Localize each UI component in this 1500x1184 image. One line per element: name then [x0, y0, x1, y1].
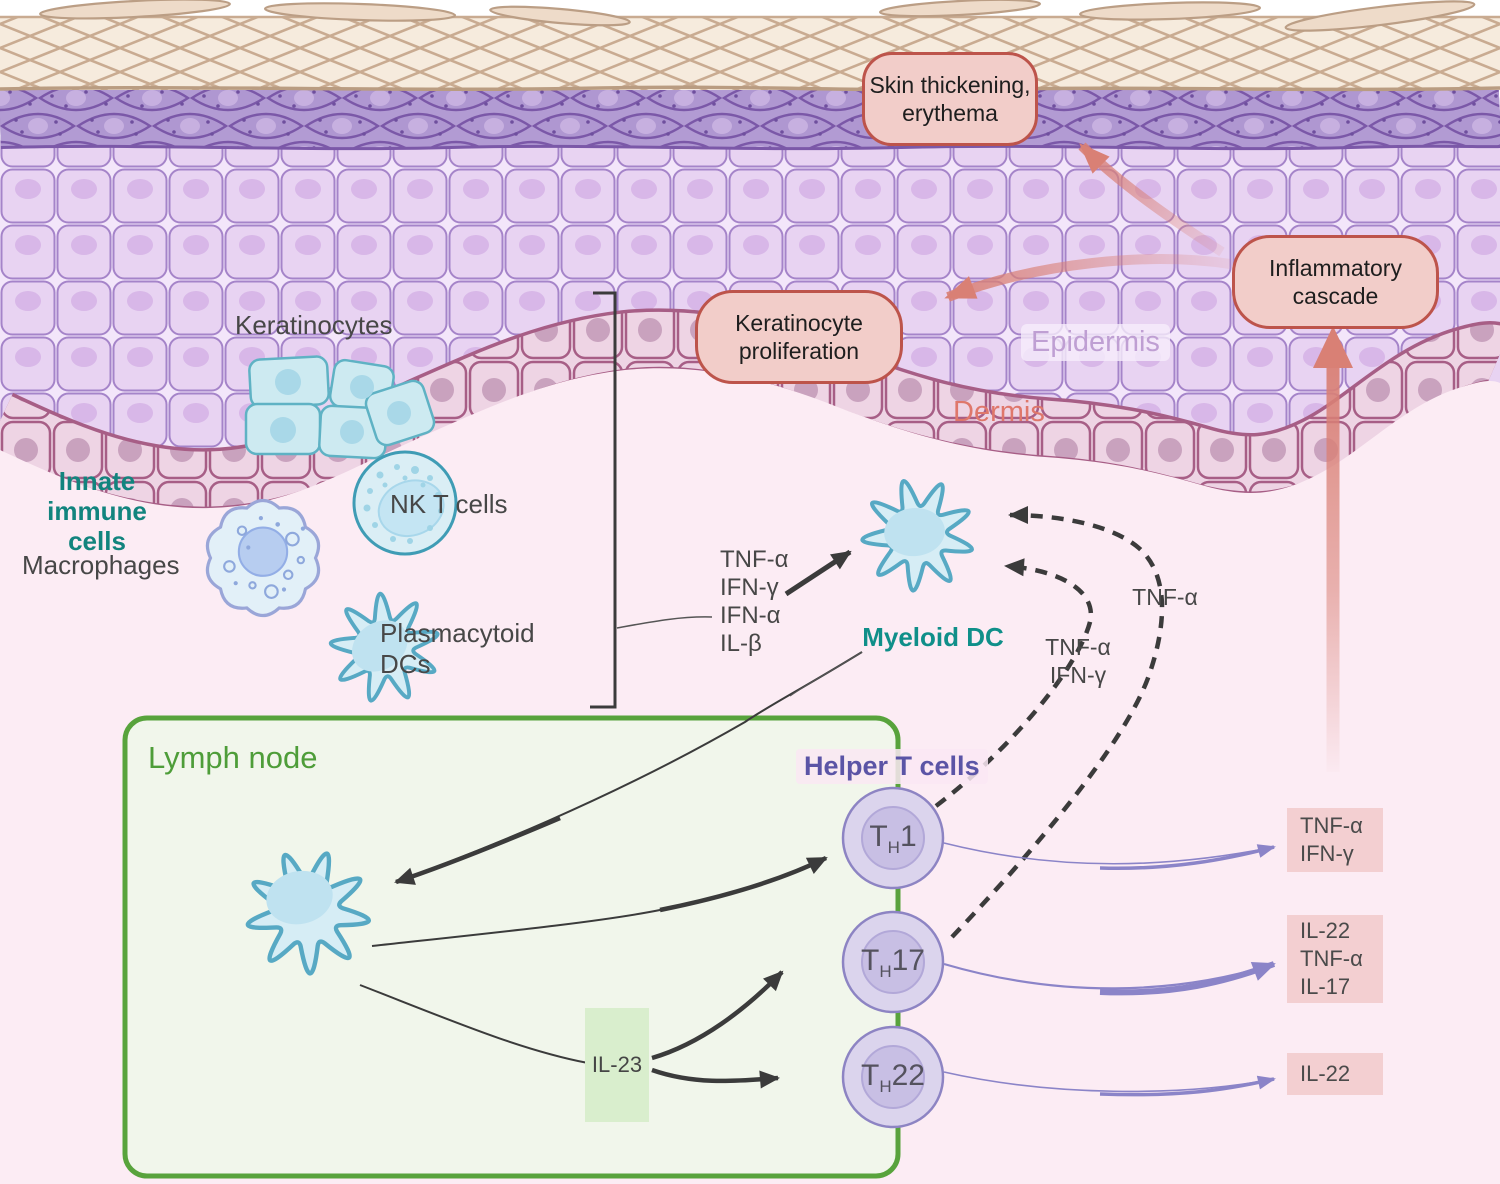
bracket-to-cytokines-connector [616, 616, 713, 629]
arrow-il23-to-th22 [651, 1067, 780, 1089]
th1-feedback-label: TNF-α IFN-γ [1045, 634, 1111, 688]
th17-cell-label: TH17 [861, 944, 925, 981]
dashed-th1-to-myeloid-dc [934, 558, 1094, 808]
arrow-th1-to-outputs [943, 842, 1275, 865]
il23-highlight-box: IL-23 [585, 1008, 649, 1122]
keratinocyte-proliferation-callout: Keratinocyte proliferation [695, 290, 903, 384]
th17-feedback-label: TNF-α [1132, 584, 1198, 610]
lymph-node-dc-cell [242, 844, 377, 980]
epidermis-label: Epidermis [1021, 324, 1170, 361]
plasmacytoid-dcs-label: Plasmacytoid DCs [380, 618, 535, 679]
inflammatory-cascade-callout: Inflammatory cascade [1232, 235, 1439, 329]
arrow-il23-to-th17 [651, 970, 784, 1061]
lymph-node-box [122, 715, 901, 1179]
nk-t-cell [352, 450, 458, 556]
plasmacytoid-dc-cell [319, 580, 454, 716]
stratum-granulosum-layer [0, 83, 1500, 151]
th22-cell-label: TH22 [861, 1059, 925, 1096]
th17-output-box: IL-22 TNF-α IL-17 [1287, 915, 1383, 1003]
pdc-cytokines-label: TNF-α IFN-γ IFN-α IL-β [720, 546, 789, 657]
macrophage-cell [205, 498, 321, 618]
nk-t-cells-label: NK T cells [390, 489, 508, 519]
innate-cells-bracket [590, 291, 617, 709]
th1-cell-label: TH1 [869, 820, 917, 857]
dermis-label: Dermis [953, 396, 1045, 428]
il23-label: IL-23 [591, 1052, 643, 1077]
innate-immune-cells-label: Innate immune cells [47, 466, 147, 556]
keratinocyte-cells [244, 355, 436, 460]
macrophages-label: Macrophages [22, 550, 180, 580]
th22-cell [841, 1025, 945, 1129]
myeloid-dc-label: Myeloid DC [862, 622, 1004, 652]
arrow-lymph-dc-to-th1 [371, 855, 828, 947]
dashed-feedback-arrows [934, 506, 1165, 939]
purple-output-arrows [943, 842, 1276, 1097]
desquamating-flakes [39, 0, 1476, 32]
arrow-cascade-to-keratinocyte-proliferation [944, 254, 1231, 302]
line-myeloid-label-connector [789, 651, 863, 697]
th22-output-box: IL-22 [1287, 1053, 1383, 1095]
keratinocytes-label: Keratinocytes [235, 310, 393, 340]
inflammatory-cascade-up-arrow [1313, 326, 1353, 772]
dashed-th17-to-myeloid-dc [950, 506, 1165, 939]
arrow-cytokines-to-myeloid-dc [784, 549, 852, 597]
skin-thickening-callout: Skin thickening, erythema [862, 52, 1038, 146]
lymph-node-label: Lymph node [148, 740, 318, 775]
helper-t-cells-label: Helper T cells [796, 749, 988, 784]
th1-cell [841, 786, 945, 890]
th1-output-box: TNF-α IFN-γ [1287, 808, 1383, 872]
line-lymph-dc-to-il23 [359, 984, 589, 1064]
myeloid-dc-cell [853, 468, 986, 602]
stratum-corneum-layer [0, 15, 1500, 92]
arrow-cascade-to-skin-thickening [1078, 142, 1225, 257]
th17-cell [841, 910, 945, 1014]
